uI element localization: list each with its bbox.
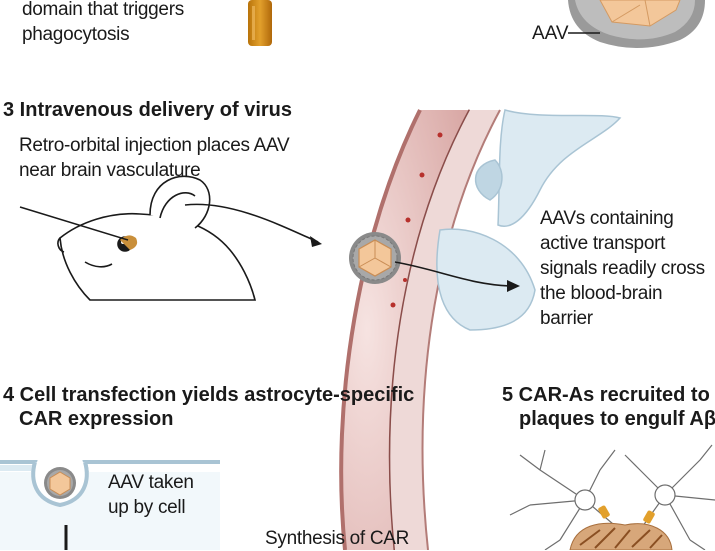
amyloid-plaque bbox=[569, 505, 673, 550]
section3-caption-line1: Retro-orbital injection places AAV bbox=[19, 135, 290, 156]
aav-particle-top bbox=[568, 0, 705, 49]
barrier-caption-line1: AAVs containing bbox=[540, 208, 674, 229]
blood-vessel bbox=[339, 109, 501, 550]
astrocyte-endfeet bbox=[436, 109, 622, 331]
uptake-label-line1: AAV taken bbox=[108, 472, 194, 493]
top-left-caption-line1: domain that triggers bbox=[22, 0, 184, 20]
mouse-illustration bbox=[57, 175, 257, 301]
barrier-caption-line2: active transport bbox=[540, 233, 666, 254]
barrier-caption-line4: the blood-brain bbox=[540, 283, 663, 304]
aav-particle-uptake bbox=[44, 467, 76, 499]
section4-heading-line2: CAR expression bbox=[19, 408, 174, 430]
aav-particle-vessel bbox=[349, 232, 401, 284]
top-left-caption-line2: phagocytosis bbox=[22, 24, 130, 45]
astrocytes bbox=[509, 444, 715, 550]
barrier-caption-line5: barrier bbox=[540, 308, 593, 329]
synthesis-label: Synthesis of CAR bbox=[265, 528, 410, 549]
aav-label: AAV bbox=[532, 23, 569, 44]
barrier-caption-line3: signals readily cross bbox=[540, 258, 705, 279]
car-receptor-rod bbox=[248, 0, 272, 46]
section5-heading-line2: plaques to engulf Aβ bbox=[519, 408, 715, 430]
arrow-across-barrier bbox=[394, 261, 513, 287]
section3-caption-line2: near brain vasculature bbox=[19, 160, 201, 181]
syringe-needle bbox=[19, 206, 129, 241]
uptake-label-line2: up by cell bbox=[108, 497, 186, 518]
section3-heading: 3 Intravenous delivery of virus bbox=[3, 99, 292, 121]
arrow-across-barrier-head bbox=[507, 280, 520, 292]
section5-heading-line1: 5 CAR-As recruited to bbox=[502, 384, 710, 406]
arrow-to-vessel bbox=[184, 203, 319, 243]
arrow-to-vessel-head bbox=[310, 236, 322, 247]
section4-heading-line1: 4 Cell transfection yields astrocyte-spe… bbox=[3, 384, 415, 406]
